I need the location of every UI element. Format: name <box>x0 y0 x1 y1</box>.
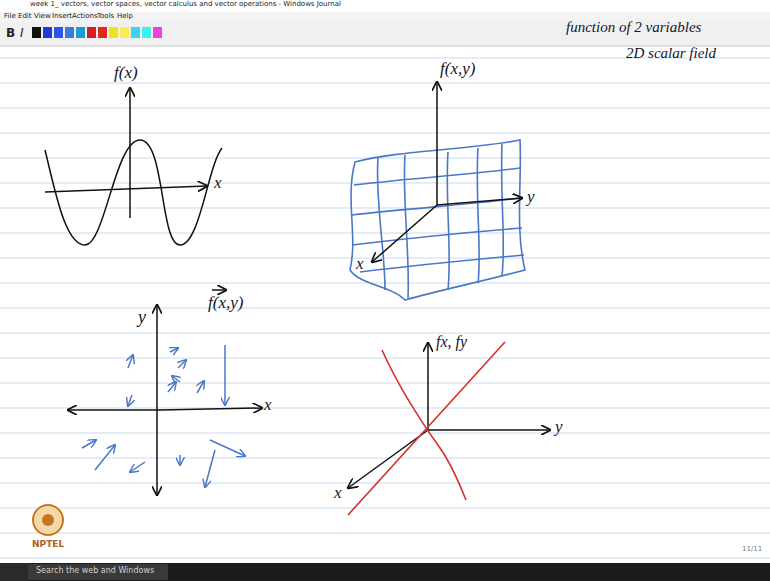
field-arrow <box>128 395 132 406</box>
note-text: 2D scalar field <box>626 46 716 61</box>
pen-swatch <box>87 27 96 38</box>
menu-item: View <box>34 13 51 20</box>
field-arrow <box>128 355 133 368</box>
field-arrow <box>172 376 180 382</box>
logo-text: NPTEL <box>32 540 64 549</box>
rule-line <box>0 133 770 134</box>
axis-label: fx, fy <box>436 334 467 350</box>
axes-3d <box>372 82 522 262</box>
field-arrow <box>224 345 226 405</box>
axis-label: f(x) <box>114 64 138 81</box>
axis-label: x <box>356 255 364 272</box>
rule-line <box>0 333 770 334</box>
rule-line <box>0 408 770 409</box>
italic-button: I <box>20 27 24 39</box>
rule-line <box>0 433 770 434</box>
sine-plot <box>45 88 222 245</box>
field-arrow <box>130 462 145 472</box>
rule-line <box>0 208 770 209</box>
rule-line <box>0 383 770 384</box>
pen-swatch <box>76 27 85 38</box>
search-box <box>28 564 168 580</box>
menu-item: Tools <box>97 13 114 20</box>
axis-label: y <box>555 418 563 435</box>
field-arrow <box>178 360 186 368</box>
pen-swatch <box>54 27 63 38</box>
rule-line <box>0 108 770 109</box>
axis-label: x <box>334 484 342 501</box>
axis-label: y <box>138 308 146 326</box>
menu-item: File <box>4 13 16 20</box>
axes-3d <box>348 343 550 488</box>
search-placeholder: Search the web and Windows <box>36 567 154 575</box>
pen-swatch <box>120 27 129 38</box>
axis-label: x <box>214 174 222 191</box>
nptel-logo <box>33 505 63 535</box>
axis-label: f(x,y) <box>440 60 475 77</box>
ruled-lines <box>0 58 770 558</box>
tangent-lines <box>348 342 505 515</box>
rule-line <box>0 158 770 159</box>
field-arrow <box>205 450 215 487</box>
pen-swatch <box>65 27 74 38</box>
rule-line <box>0 83 770 84</box>
rule-line <box>0 458 770 459</box>
field-arrow <box>170 348 178 352</box>
pen-swatch <box>98 27 107 38</box>
page-number: 11/11 <box>742 546 762 553</box>
pen-swatch <box>131 27 140 38</box>
menu-item: Actions <box>72 13 98 20</box>
rule-line <box>0 508 770 509</box>
rule-line <box>0 533 770 534</box>
field-arrow <box>179 455 181 465</box>
field-arrow <box>95 445 115 470</box>
field-arrows <box>82 345 245 487</box>
pen-swatch <box>109 27 118 38</box>
pen-colors <box>32 27 162 38</box>
field-arrow <box>82 440 96 448</box>
menu-item: Edit <box>18 13 32 20</box>
menu-item: Help <box>117 13 133 20</box>
field-arrow <box>168 382 176 392</box>
bold-button: B <box>6 27 15 39</box>
start-button <box>0 563 28 581</box>
axis-label: y <box>527 188 535 205</box>
note-text: function of 2 variables <box>566 20 701 35</box>
axis-label: f(x,y) <box>208 294 243 311</box>
menu-item: Insert <box>52 13 72 20</box>
rule-line <box>0 258 770 259</box>
rule-line <box>0 308 770 309</box>
rule-line <box>0 483 770 484</box>
rule-line <box>0 183 770 184</box>
field-arrow <box>197 381 204 393</box>
axes-2d <box>68 290 262 495</box>
title-bar <box>0 0 770 12</box>
taskbar <box>0 563 770 581</box>
rule-line <box>0 233 770 234</box>
pen-swatch <box>43 27 52 38</box>
axis-label: x <box>264 396 272 413</box>
pen-swatch <box>142 27 151 38</box>
pen-swatch <box>32 27 41 38</box>
field-arrow <box>210 440 245 456</box>
pen-swatch <box>153 27 162 38</box>
rule-line <box>0 558 770 559</box>
window-title: week 1_ vectors, vector spaces, vector c… <box>30 1 341 8</box>
